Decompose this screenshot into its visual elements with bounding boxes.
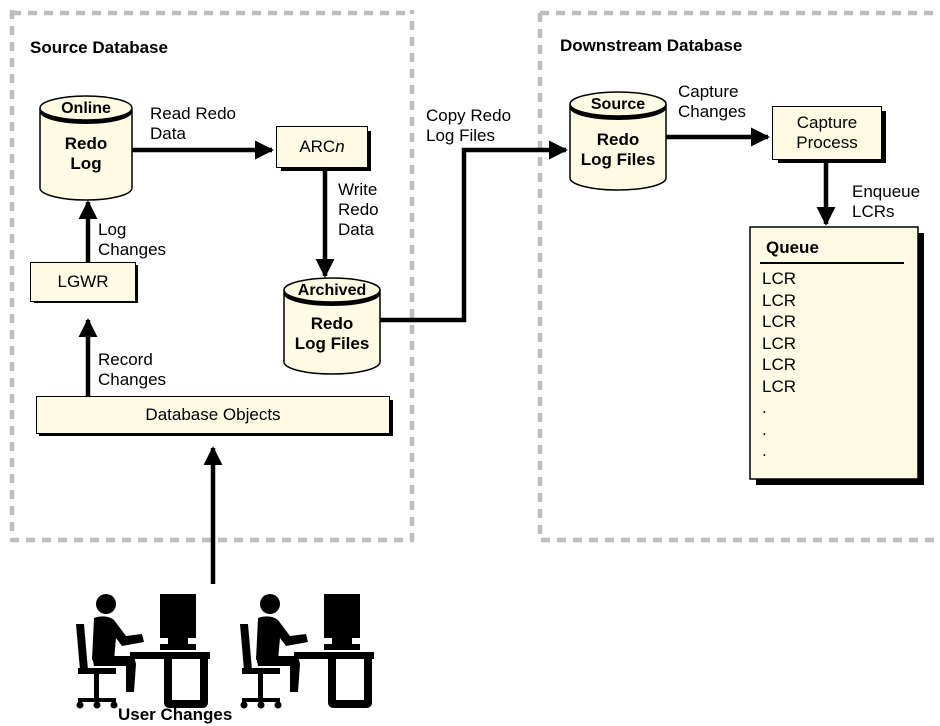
- queue-items: LCR LCR LCR LCR LCR LCR . . .: [762, 268, 796, 462]
- edge-label-write-redo-data: Write Redo Data: [338, 180, 379, 239]
- edge-label-read-redo-data: Read Redo Data: [150, 104, 237, 143]
- archived-redo-cylinder: [283, 277, 381, 375]
- lgwr-label: LGWR: [57, 272, 109, 291]
- queue-item: LCR: [762, 312, 797, 331]
- source-tag: Source: [590, 96, 646, 113]
- lgwr-box: LGWR: [30, 262, 136, 302]
- user-changes-label: User Changes: [118, 705, 233, 724]
- archived-redo-label: Redo Log Files: [294, 314, 370, 353]
- arrow-copy-redo: [380, 140, 568, 323]
- downstream-database-border: [537, 10, 936, 543]
- queue-item: LCR: [762, 355, 797, 374]
- edge-label-copy-redo-log-files: Copy Redo Log Files: [426, 106, 512, 145]
- queue-item: LCR: [762, 376, 797, 396]
- queue-item: LCR: [762, 269, 797, 288]
- edge-label-log-changes: Log Changes: [98, 220, 167, 259]
- queue-title: Queue: [766, 238, 819, 257]
- database-objects-label: Database Objects: [145, 405, 281, 424]
- arcn-label: ARCn: [299, 137, 345, 156]
- archived-tag: Archived: [297, 282, 367, 299]
- queue-item: LCR: [762, 333, 797, 353]
- queue-item: LCR: [762, 290, 797, 310]
- online-redo-log-cylinder: [39, 95, 133, 201]
- edge-label-capture-changes: Capture Changes: [678, 82, 747, 121]
- source-redo-cylinder: [569, 91, 667, 191]
- downstream-database-title: Downstream Database: [560, 36, 743, 55]
- queue-item: .: [762, 441, 767, 460]
- queue-card: [749, 226, 919, 480]
- edge-label-record-changes: Record Changes: [98, 350, 167, 389]
- queue-item: .: [762, 398, 767, 417]
- source-redo-label: Redo Log Files: [580, 130, 656, 169]
- queue-item: .: [762, 419, 767, 439]
- online-tag: Online: [61, 100, 111, 117]
- user-workstation-1: [76, 594, 210, 709]
- capture-process-label: Capture Process: [796, 113, 858, 152]
- edge-label-enqueue-lcrs: Enqueue LCRs: [852, 182, 921, 221]
- database-objects-box: Database Objects: [36, 396, 390, 434]
- online-redo-log-label: Redo Log: [64, 134, 108, 173]
- user-workstation-2: [240, 594, 374, 709]
- source-database-title: Source Database: [30, 38, 168, 57]
- source-database-border: [9, 10, 415, 543]
- capture-process-box: Capture Process: [772, 106, 882, 160]
- arcn-box: ARCn: [276, 126, 368, 168]
